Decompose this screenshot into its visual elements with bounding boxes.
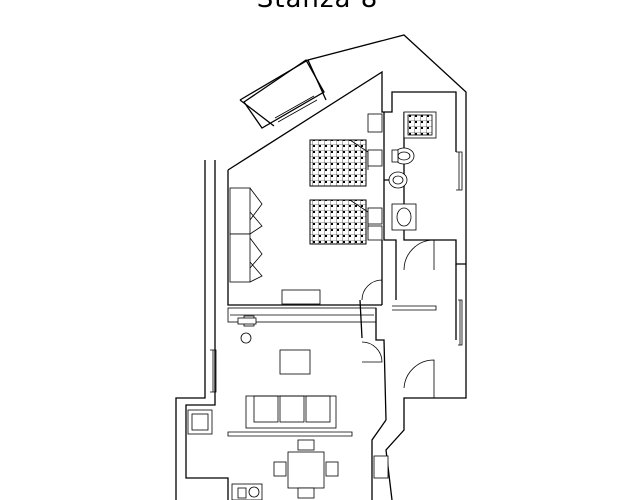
hob <box>403 111 437 139</box>
bottom-desk <box>231 483 263 500</box>
storage <box>373 455 389 479</box>
bathroom-walls <box>367 112 466 305</box>
door-main <box>361 264 457 398</box>
shower-upper <box>309 139 383 187</box>
door-bathroom <box>403 239 435 271</box>
wardrobes <box>229 187 263 283</box>
toilet <box>391 147 415 165</box>
bay-window <box>243 59 325 129</box>
plan-title: Stanza 8 <box>0 0 635 14</box>
outer-walls <box>175 34 467 500</box>
sink <box>391 203 417 231</box>
sofa <box>245 395 337 429</box>
cabinet-lower <box>187 409 213 435</box>
shower-lower <box>309 199 383 245</box>
sliding-door <box>227 431 353 437</box>
dining-set <box>273 439 339 499</box>
window-right <box>456 151 463 346</box>
desk <box>227 289 377 344</box>
coffee-table <box>279 349 311 375</box>
bidet <box>388 171 408 189</box>
living-walls <box>210 299 387 500</box>
